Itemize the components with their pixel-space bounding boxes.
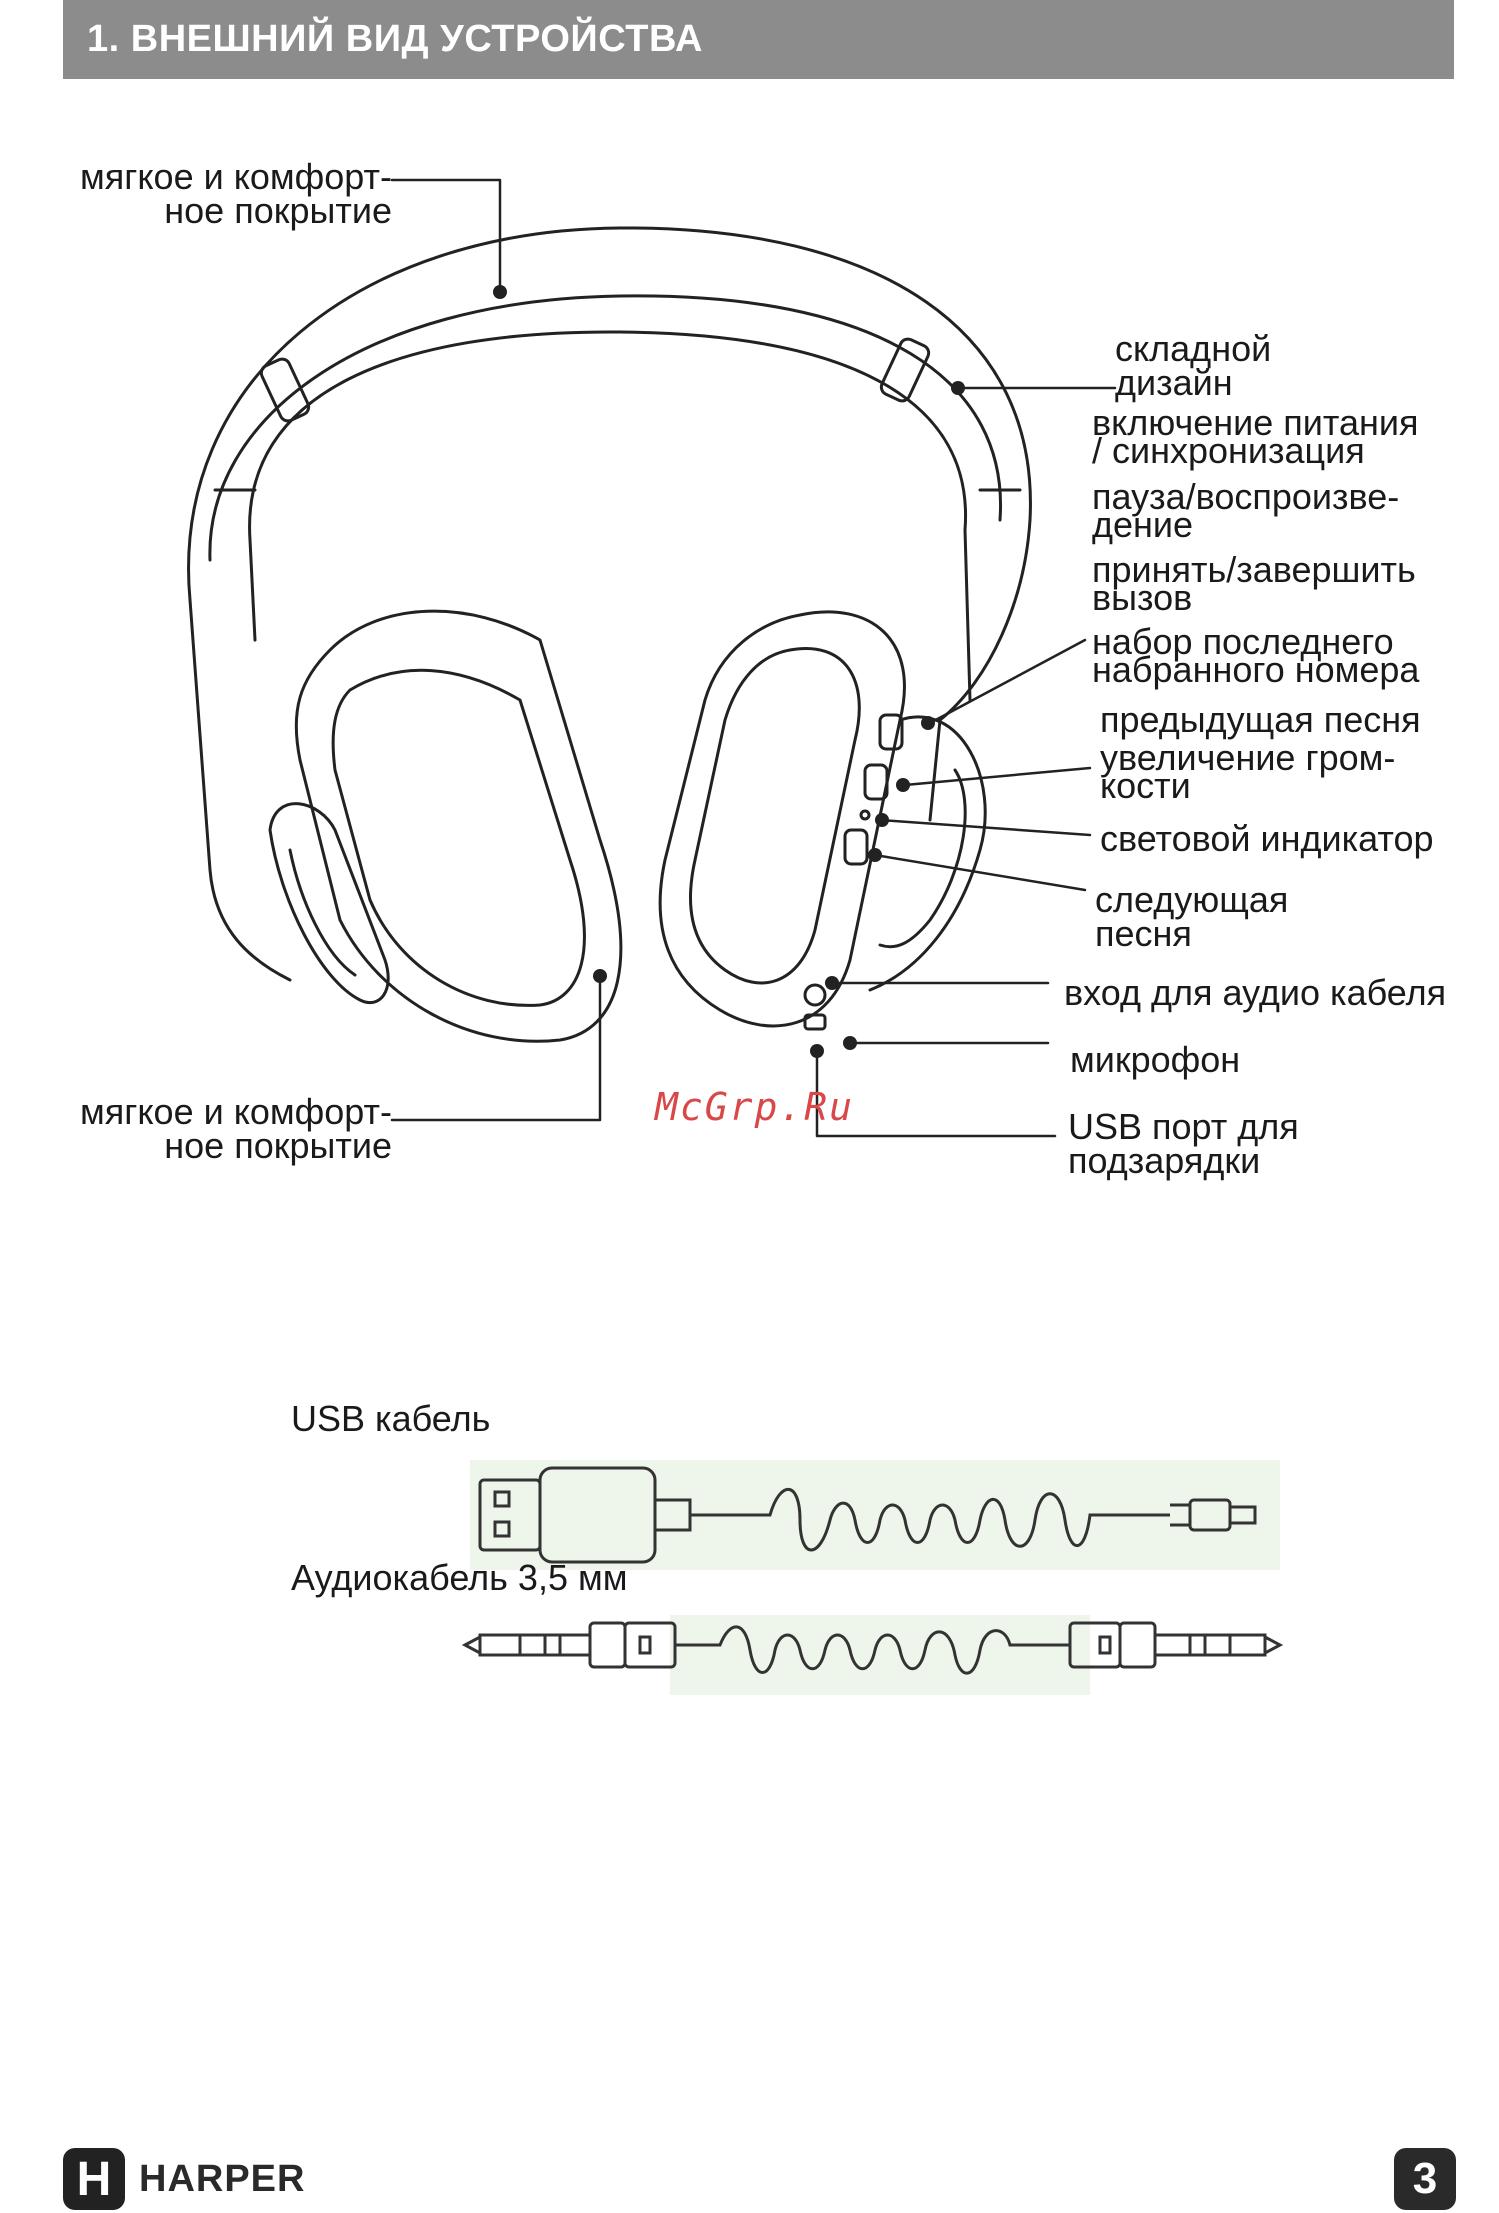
label-padding-top: мягкое и комфорт- ное покрытие [80, 156, 392, 231]
label-previous-track: предыдущая песня [1100, 699, 1421, 740]
leader-volume [903, 766, 1092, 787]
label-usb-charging-port: USB порт для подзарядки [1068, 1106, 1299, 1181]
left-earcup [294, 609, 623, 1043]
button-power [878, 713, 904, 751]
brand-name: HARPER [139, 2157, 306, 2200]
audio-jack [803, 983, 827, 1007]
leader-led [878, 818, 1092, 837]
logo-mark: H [63, 2148, 125, 2210]
button-next [843, 828, 869, 866]
label-pause-play: пауза/воспроизве- дение [1092, 476, 1400, 545]
label-next-track: следующая песня [1095, 879, 1289, 954]
leader-usb [815, 1051, 1057, 1138]
brand-logo: H HARPER [63, 2148, 305, 2210]
leader-padding-top [390, 178, 502, 292]
audio-cable-label: Аудиокабель 3,5 мм [291, 1557, 628, 1598]
usb-cable-label: USB кабель [291, 1398, 491, 1439]
right-earcup [658, 610, 906, 1028]
label-volume-up: увеличение гром- кости [1100, 737, 1396, 806]
section-title: 1. ВНЕШНИЙ ВИД УСТРОЙСТВА [87, 18, 703, 60]
label-led-indicator: световой индикатор [1100, 818, 1434, 859]
button-volume [863, 763, 889, 801]
usb-cable-illustration [470, 1460, 1280, 1570]
leader-redial [928, 638, 1087, 725]
label-folding-design: складной дизайн [1115, 328, 1272, 403]
label-power-sync: включение питания / синхронизация [1092, 402, 1419, 471]
page-number: 3 [1394, 2148, 1456, 2210]
label-microphone: микрофон [1070, 1039, 1241, 1080]
leader-next [873, 853, 1087, 892]
section-header: 1. ВНЕШНИЙ ВИД УСТРОЙСТВА [63, 0, 1454, 79]
headband-inner [248, 330, 968, 542]
label-audio-input: вход для аудио кабеля [1064, 972, 1447, 1013]
leader-padding-bottom [390, 976, 602, 1122]
led-indicator [859, 809, 871, 821]
audio-cable-illustration [461, 1615, 1284, 1695]
label-redial: набор последнего набранного номера [1092, 621, 1420, 690]
headband-outer [187, 226, 1032, 722]
usb-port [803, 1013, 827, 1031]
watermark: McGrp.Ru [655, 1085, 855, 1129]
label-padding-bottom: мягкое и комфорт- ное покрытие [80, 1091, 392, 1166]
label-answer-end-call: принять/завершить вызов [1092, 549, 1416, 618]
